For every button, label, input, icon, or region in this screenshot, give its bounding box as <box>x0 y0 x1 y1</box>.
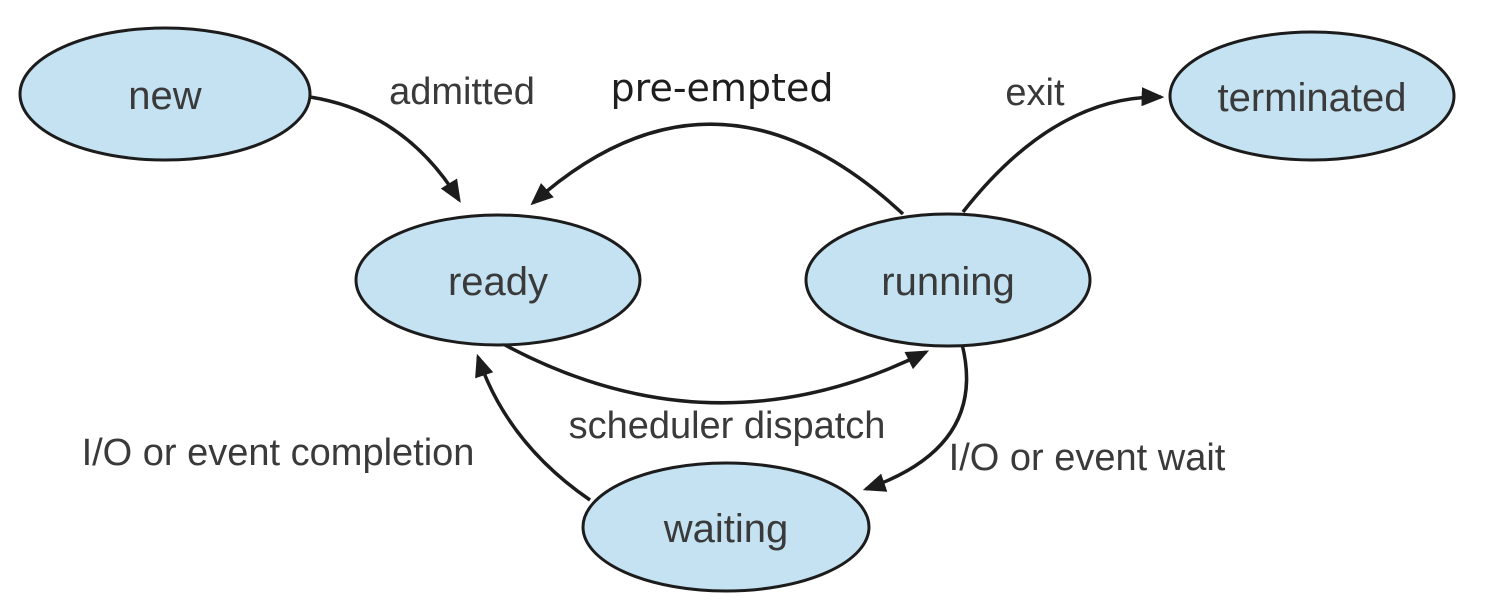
transition-io-wait: I/O or event wait <box>862 343 1226 492</box>
state-terminated-shape <box>1168 30 1456 162</box>
state-waiting-label: waiting <box>663 507 789 551</box>
transition-pre-empted: pre-empted <box>530 66 905 216</box>
transition-io-completion: I/O or event completion <box>82 353 591 502</box>
transition-pre-empted-arrow <box>530 122 905 216</box>
transition-io-completion-label: I/O or event completion <box>82 432 475 474</box>
state-running-label: running <box>881 260 1014 304</box>
state-running-shape <box>804 212 1092 348</box>
transition-scheduler-dispatch: scheduler dispatch <box>504 343 930 447</box>
state-waiting: waiting <box>581 461 871 593</box>
transition-admitted-arrow <box>309 95 461 203</box>
transition-admitted-label: admitted <box>389 71 535 113</box>
state-ready-shape <box>354 213 642 347</box>
transition-io-completion-arrow <box>475 353 591 502</box>
state-new-label: new <box>128 74 201 118</box>
transition-scheduler-dispatch-arrow <box>504 343 930 405</box>
state-new-shape <box>18 26 312 162</box>
transition-exit: exit <box>961 72 1165 214</box>
transition-io-wait-label: I/O or event wait <box>949 437 1226 479</box>
state-ready: ready <box>354 213 642 347</box>
transition-exit-label: exit <box>1005 72 1065 114</box>
transition-admitted: admitted <box>309 71 535 203</box>
state-running: running <box>804 212 1092 348</box>
transition-io-wait-arrow <box>862 343 969 492</box>
state-terminated-label: terminated <box>1218 76 1407 120</box>
state-terminated: terminated <box>1168 30 1456 162</box>
state-new: new <box>18 26 312 162</box>
transition-scheduler-dispatch-label: scheduler dispatch <box>569 405 886 447</box>
transition-exit-arrow <box>961 87 1165 214</box>
state-waiting-shape <box>581 461 871 593</box>
transition-pre-empted-label: pre-empted <box>611 66 834 110</box>
state-ready-label: ready <box>448 260 548 304</box>
